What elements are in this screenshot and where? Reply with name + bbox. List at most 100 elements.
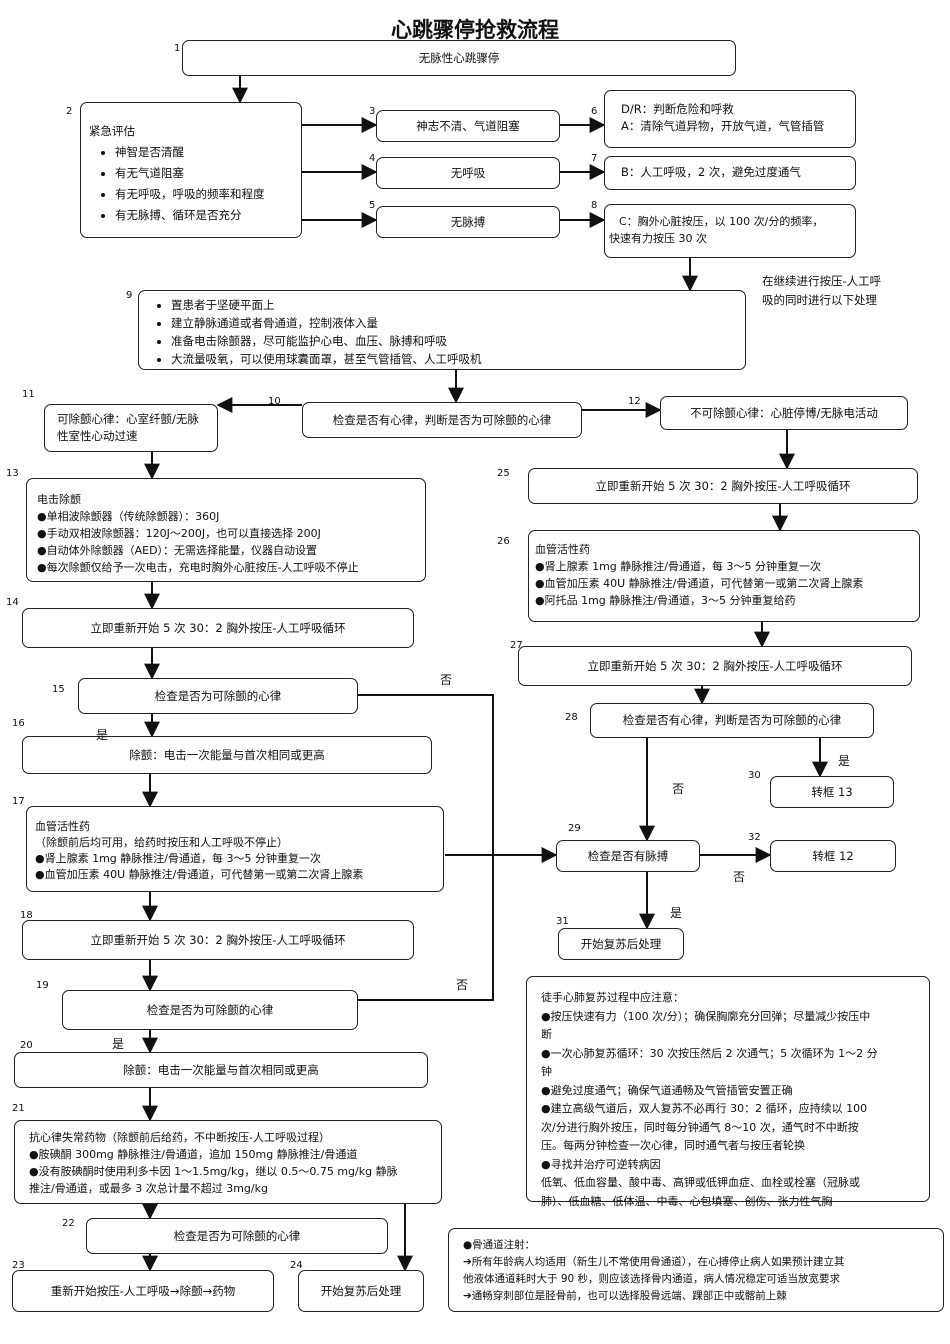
- step-number: 21: [12, 1103, 25, 1114]
- box-30-text: 转框 13: [811, 784, 853, 799]
- notes-line: 钟: [541, 1065, 552, 1078]
- step-number: 26: [497, 536, 510, 547]
- notes-line: ●按压快速有力（100 次/分）；确保胸廓充分回弹；尽量减少按压中: [541, 1009, 871, 1023]
- label-no: 否: [733, 870, 746, 884]
- list-item: ●单相波除颤器（传统除颤器）：360J: [37, 510, 220, 523]
- side-note-line1: 在继续进行按压-人工呼: [762, 274, 882, 288]
- box-3-airway-obstruction: 神志不清、气道阻塞: [376, 110, 560, 142]
- box-4-text: 无呼吸: [450, 165, 486, 180]
- box-7-breathing: B：人工呼吸，2 次，避免过度通气: [604, 156, 856, 190]
- box-16-defibrillate: 除颤：电击一次能量与首次相同或更高: [22, 736, 432, 774]
- box-15-text: 检查是否为可除颤的心律: [154, 688, 282, 703]
- label-no: 否: [456, 978, 469, 992]
- step-number: 11: [22, 389, 35, 400]
- bone-heading: ●骨通道注射：: [463, 1239, 536, 1251]
- label-yes: 是: [838, 754, 851, 768]
- box-6-danger-airway: D/R：判断危险和呼救 A：清除气道异物，开放气道，气管插管: [604, 90, 856, 148]
- box-32-text: 转框 12: [812, 848, 854, 863]
- list-item: 大流量吸氧，可以使用球囊面罩，甚至气管插管、人工呼吸机: [171, 351, 737, 368]
- box-7-text: B：人工呼吸，2 次，避免过度通气: [621, 165, 801, 179]
- box-8-compressions: C：胸外心脏按压，以 100 次/分的频率， 快速有力按压 30 次: [604, 204, 856, 258]
- side-note: 在继续进行按压-人工呼 吸的同时进行以下处理: [762, 272, 942, 310]
- list-item: 神智是否清醒: [115, 144, 293, 161]
- list-item: ●手动双相波除颤器：120J～200J，也可以直接选择 200J: [37, 527, 321, 540]
- box-24-text: 开始复苏后处理: [320, 1283, 402, 1298]
- notes-line: 次/分进行胸外按压，同时每分钟通气 8～10 次，通气时不中断按: [541, 1120, 859, 1134]
- list-item: ●阿托品 1mg 静脉推注/骨通道，3～5 分钟重复给药: [535, 594, 796, 607]
- label-yes: 是: [112, 1037, 125, 1051]
- label-yes: 是: [670, 906, 683, 920]
- box-30-goto-13: 转框 13: [770, 776, 894, 808]
- list-item: 有无呼吸，呼吸的频率和程度: [115, 186, 293, 203]
- step-number: 28: [565, 712, 578, 723]
- step-number: 15: [52, 684, 65, 695]
- box-9-preparation: 置患者于坚硬平面上 建立静脉通道或者骨通道，控制液体入量 准备电击除颤器，尽可能…: [138, 290, 746, 370]
- box-15-shockable-check: 检查是否为可除颤的心律: [78, 678, 358, 714]
- box-20-text: 除颤：电击一次能量与首次相同或更高: [123, 1062, 319, 1077]
- step-number: 20: [20, 1040, 33, 1051]
- notes-heading: 徒手心肺复苏过程中应注意：: [541, 991, 684, 1004]
- page-title: 心跳骤停抢救流程: [391, 18, 559, 42]
- box-19-shockable-check: 检查是否为可除颤的心律: [62, 990, 358, 1030]
- step-number: 18: [20, 910, 33, 921]
- box-2-list: 神智是否清醒 有无气道阻塞 有无呼吸，呼吸的频率和程度 有无脉搏、循环是否充分: [89, 144, 293, 224]
- step-number: 16: [12, 718, 25, 729]
- box-20-defibrillate: 除颤：电击一次能量与首次相同或更高: [14, 1052, 428, 1088]
- list-item: ●肾上腺素 1mg 静脉推注/骨通道，每 3～5 分钟重复一次: [535, 560, 821, 573]
- box-10-rhythm-check: 检查是否有心律，判断是否为可除颤的心律: [302, 402, 582, 438]
- step-number: 24: [290, 1260, 303, 1271]
- box-21-heading: 抗心律失常药物（除颤前后给药，不中断按压-人工呼吸过程）: [29, 1131, 330, 1144]
- step-number: 31: [556, 916, 569, 927]
- box-27-text: 立即重新开始 5 次 30：2 胸外按压-人工呼吸循环: [587, 658, 843, 673]
- list-item: 建立静脉通道或者骨通道，控制液体入量: [171, 315, 737, 332]
- box-25-text: 立即重新开始 5 次 30：2 胸外按压-人工呼吸循环: [595, 478, 851, 493]
- box-25-restart-cpr: 立即重新开始 5 次 30：2 胸外按压-人工呼吸循环: [528, 468, 918, 504]
- list-item: ●没有胺碘酮时使用利多卡因 1～1.5mg/kg，继以 0.5～0.75 mg/…: [29, 1165, 398, 1178]
- list-item: ●血管加压素 40U 静脉推注/骨通道，可代替第一或第二次肾上腺素: [35, 868, 364, 881]
- list-item: ●每次除颤仅给予一次电击，充电时胸外心脏按压-人工呼吸不停止: [37, 561, 359, 574]
- box-4-no-breathing: 无呼吸: [376, 157, 560, 189]
- step-number: 19: [36, 980, 49, 991]
- list-item: ●胺碘酮 300mg 静脉推注/骨通道，追加 150mg 静脉推注/骨通道: [29, 1148, 358, 1161]
- box-12-text: 不可除颤心律：心脏停博/无脉电活动: [690, 405, 878, 420]
- box-6-line1: D/R：判断危险和呼救: [621, 102, 734, 116]
- list-item: ●血管加压素 40U 静脉推注/骨通道，可代替第一或第二次肾上腺素: [535, 577, 864, 590]
- list-item: 置患者于坚硬平面上: [171, 297, 737, 314]
- box-12-non-shockable: 不可除颤心律：心脏停博/无脉电活动: [660, 396, 908, 430]
- step-number: 8: [591, 200, 598, 211]
- box-11-line2: 性室性心动过速: [57, 429, 138, 443]
- bone-line: 他液体通道耗时大于 90 秒，则应该选择骨内通道，病人情况稳定可适当放宽要求: [463, 1273, 841, 1285]
- step-number: 7: [591, 153, 598, 164]
- list-item: 有无脉搏、循环是否充分: [115, 207, 293, 224]
- box-23-repeat-cycle: 重新开始按压-人工呼吸→除颤→药物: [12, 1270, 274, 1312]
- notes-line: ●寻找并治疗可逆转病因: [541, 1157, 661, 1171]
- box-8-line1: C：胸外心脏按压，以 100 次/分的频率，: [619, 215, 824, 228]
- box-11-line1: 可除颤心律：心室纤颤/无脉: [57, 412, 199, 426]
- label-no: 否: [672, 782, 685, 796]
- box-1-cardiac-arrest: 无脉性心跳骤停: [182, 40, 736, 76]
- notes-line: 肺）、低血糖、低体温、中毒、心包填塞、创伤、张力性气胸: [541, 1194, 833, 1208]
- notes-line: 低氧、低血容量、酸中毒、高钾或低钾血症、血栓或栓塞（冠脉或: [541, 1176, 860, 1189]
- box-18-restart-cpr: 立即重新开始 5 次 30：2 胸外按压-人工呼吸循环: [22, 920, 414, 960]
- step-number: 10: [268, 396, 281, 407]
- step-number: 23: [12, 1260, 25, 1271]
- box-26-heading: 血管活性药: [535, 543, 590, 556]
- step-number: 5: [369, 200, 376, 211]
- side-note-line2: 吸的同时进行以下处理: [762, 293, 877, 307]
- list-item: ●肾上腺素 1mg 静脉推注/骨通道，每 3～5 分钟重复一次: [35, 852, 321, 865]
- list-item: 推注/骨通道，或最多 3 次总计量不超过 3mg/kg: [29, 1182, 268, 1195]
- box-16-text: 除颤：电击一次能量与首次相同或更高: [129, 747, 325, 762]
- box-27-restart-cpr: 立即重新开始 5 次 30：2 胸外按压-人工呼吸循环: [518, 646, 912, 686]
- box-26-vasopressors: 血管活性药 ●肾上腺素 1mg 静脉推注/骨通道，每 3～5 分钟重复一次 ●血…: [528, 530, 920, 622]
- bone-line: ➔通畅穿刺部位是胫骨前，也可以选择股骨远端、踝部正中或髂前上棘: [463, 1290, 787, 1302]
- box-13-defibrillation: 电击除颤 ●单相波除颤器（传统除颤器）：360J ●手动双相波除颤器：120J～…: [26, 478, 426, 582]
- box-32-goto-12: 转框 12: [770, 840, 896, 872]
- list-item: 有无气道阻塞: [115, 165, 293, 182]
- step-number: 14: [6, 597, 19, 608]
- notes-line: 压。每两分钟检查一次心律，同时通气者与按压者轮换: [541, 1139, 805, 1152]
- box-18-text: 立即重新开始 5 次 30：2 胸外按压-人工呼吸循环: [90, 932, 346, 947]
- step-number: 3: [369, 106, 376, 117]
- step-number: 25: [497, 468, 510, 479]
